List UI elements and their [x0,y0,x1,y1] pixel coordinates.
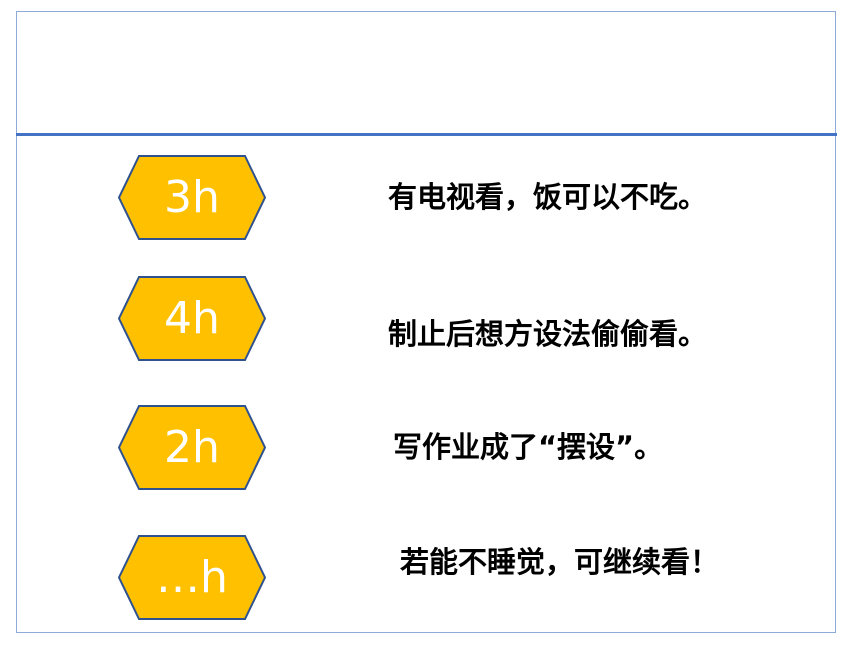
hours-hexagon: 2h [118,405,266,490]
hours-label: 2h [164,422,220,473]
row-text: 有电视看，饭可以不吃。 [388,180,708,214]
title-divider [16,133,837,136]
hours-label: 3h [164,172,220,223]
hours-label: 4h [164,293,220,344]
hexagon-shape [118,535,266,620]
row-text: 若能不睡觉，可继续看！ [400,545,720,579]
hexagon-shape [118,155,266,240]
row-text: 写作业成了“摆设”。 [393,430,664,464]
hexagon-shape [118,276,266,361]
hexagon-shape [118,405,266,490]
slide-frame [16,11,836,633]
hours-label: …h [156,552,228,603]
row-text: 制止后想方设法偷偷看。 [388,317,708,351]
hours-hexagon: 3h [118,155,266,240]
hours-hexagon: …h [118,535,266,620]
hours-hexagon: 4h [118,276,266,361]
